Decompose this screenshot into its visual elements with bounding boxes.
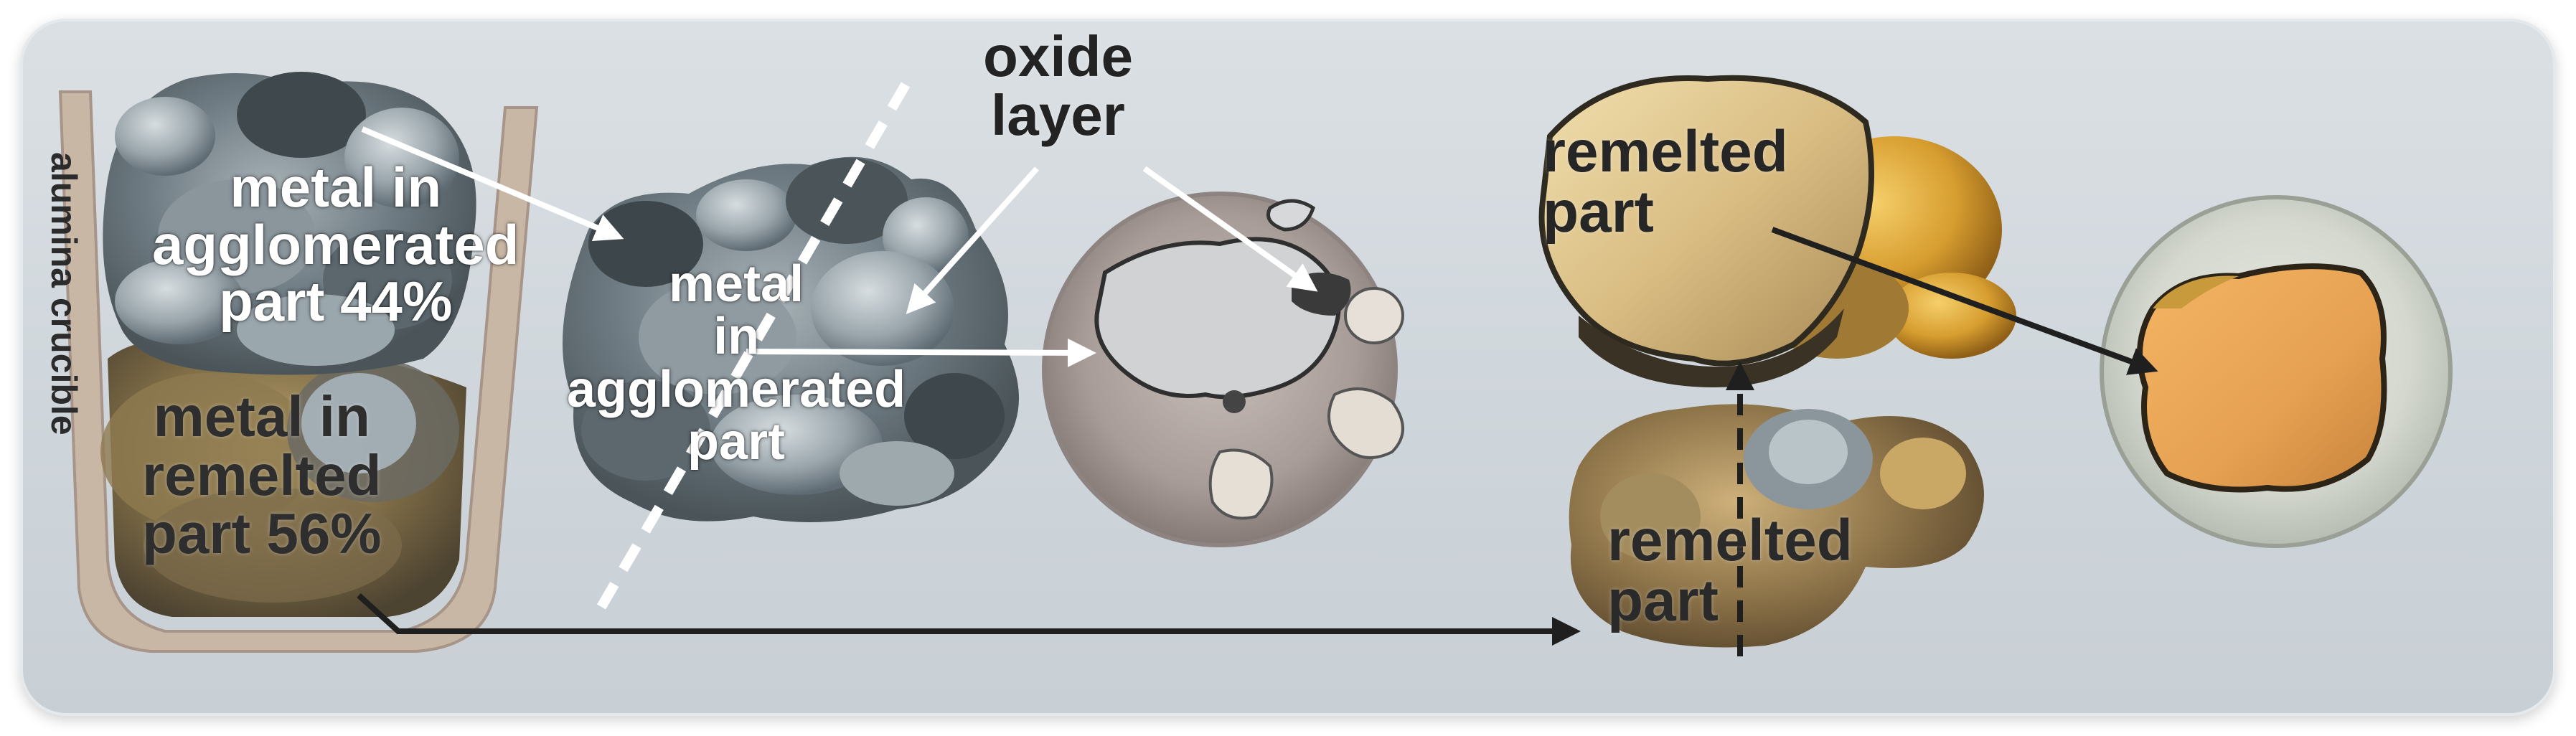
- black-arrow-crucible-to-nugget: [357, 593, 1581, 646]
- oxide-layer-label: oxide layer: [983, 24, 1133, 147]
- remelted-part-top-label: remelted part: [1543, 119, 1788, 245]
- white-arrow-to-middle-rocks: [361, 126, 624, 242]
- white-arrow-oxide-to-rocks: [906, 166, 1039, 314]
- agglomerated-part-illustration: [563, 156, 1019, 522]
- remelted-part-top-illustration: [1538, 75, 2016, 387]
- middle-metal-label: metal in agglomerated part: [567, 255, 906, 471]
- white-arrow-oxide-to-disc: [1142, 166, 1318, 292]
- section-cut-dashed-line: [596, 82, 911, 610]
- remelted-cross-section-disc: [2100, 195, 2453, 548]
- alumina-crucible-illustration: [58, 72, 539, 653]
- agglomerated-cross-section-disc: [1042, 192, 1404, 547]
- alumina-crucible-label: alumina crucible: [44, 152, 84, 435]
- black-arrow-top-to-disc: [1771, 227, 2158, 375]
- metal-agglomerated-label: metal in agglomerated part 44%: [152, 156, 520, 334]
- arrows: [357, 126, 2158, 656]
- remelted-part-bottom-illustration: [1569, 404, 1984, 648]
- metal-remelted-label: metal in remelted part 56%: [142, 384, 382, 566]
- white-arrow-rocks-to-disc: [746, 338, 1096, 367]
- remelted-part-bottom-label: remelted part: [1607, 508, 1853, 633]
